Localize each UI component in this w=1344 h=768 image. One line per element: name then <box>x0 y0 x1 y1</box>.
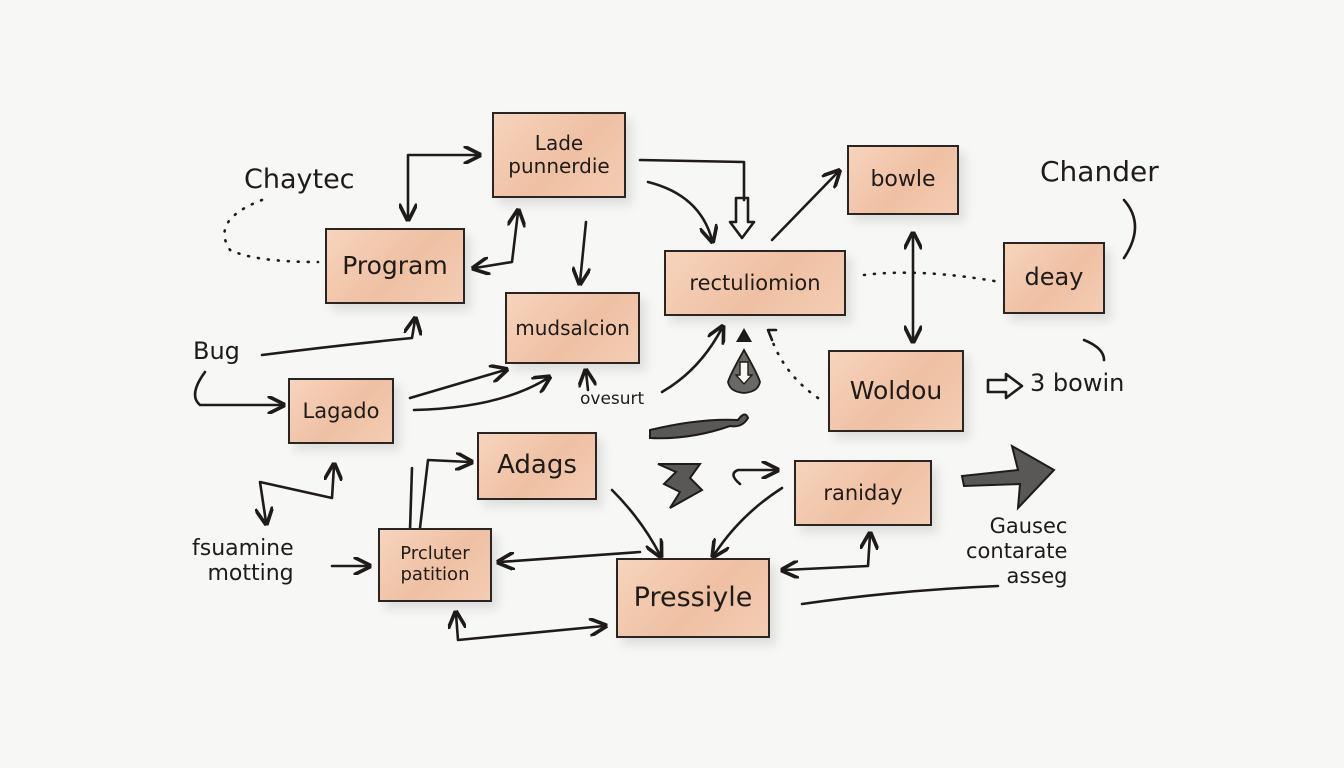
node-bowle: bowle <box>847 145 959 215</box>
label-chaytec: Chaytec <box>244 164 355 195</box>
node-deay: deay <box>1003 242 1105 314</box>
label-gausec-contarate-asseg: Gausec contarate asseg <box>966 514 1068 589</box>
label-bug: Bug <box>193 337 240 365</box>
label-chander: Chander <box>1040 155 1159 188</box>
arrow-adags-to-pressiyle <box>610 488 660 555</box>
arrow-prcluter-to-adags <box>418 460 470 530</box>
arrow-loop-to-raniday <box>732 470 776 486</box>
label-3-bowin: 3 bowin <box>1030 369 1125 397</box>
node-prcluter-patition: Prcluter patition <box>378 528 492 602</box>
arrow-raniday-to-pressiyle <box>714 486 784 555</box>
zigzag-arrow-up <box>260 466 334 522</box>
hollow-down-arrow <box>728 196 756 240</box>
arrow-lagado-to-mudsalcion-2 <box>412 378 548 412</box>
dotted-rectuliomion-deay <box>862 271 1002 284</box>
node-lagado: Lagado <box>288 378 394 444</box>
node-woldou: Woldou <box>828 350 964 432</box>
node-raniday: raniday <box>794 460 932 526</box>
big-right-arrow <box>960 443 1056 511</box>
arrow-pressiyle-to-prcluter <box>500 550 642 562</box>
arrow-program-up-lade <box>475 212 518 268</box>
arrow-ovesurt-to-rectuliomion <box>660 328 722 394</box>
arrow-rectuliomion-to-bowle <box>770 172 838 242</box>
arrow-lade-right <box>638 158 746 202</box>
line-pressiyle-to-gausec <box>800 584 1000 606</box>
gray-blade-shape <box>649 413 750 440</box>
node-rectuliomion: rectuliomion <box>664 250 846 316</box>
arrow-ovesurt-up <box>586 372 588 392</box>
dotted-chaytec-program <box>223 198 320 264</box>
node-program: Program <box>325 228 465 304</box>
node-adags: Adags <box>477 432 597 500</box>
arrow-bug-to-lagado <box>193 370 282 405</box>
node-mudsalcion: mudsalcion <box>505 292 640 364</box>
dotted-woldou-center <box>770 338 820 400</box>
arrow-lagado-to-mudsalcion <box>408 370 505 400</box>
hollow-right-arrow <box>986 372 1024 400</box>
triangle-up-icon <box>736 328 752 342</box>
arrow-program-to-lade <box>408 155 478 218</box>
arrow-lade-to-rectuliomion <box>646 180 712 240</box>
bolt-icon <box>657 463 704 509</box>
node-lade-punnerdie: Lade punnerdie <box>492 112 626 198</box>
node-pressiyle: Pressiyle <box>616 558 770 638</box>
arrow-adags-up <box>408 466 414 532</box>
small-curve-right <box>1082 338 1106 362</box>
arrow-lade-to-mudsalcion <box>580 220 586 282</box>
arrow-bottom-loop <box>456 614 604 642</box>
arrow-pressiyle-to-raniday <box>784 535 870 570</box>
label-ovesurt: ovesurt <box>580 389 645 409</box>
label-fsuamine-motting: fsuamine motting <box>192 536 294 587</box>
arrow-bug-to-program <box>260 320 415 357</box>
arrow-inside-drop <box>734 361 754 386</box>
arrow-head-dotted <box>766 328 778 342</box>
chander-curve <box>1122 198 1137 260</box>
